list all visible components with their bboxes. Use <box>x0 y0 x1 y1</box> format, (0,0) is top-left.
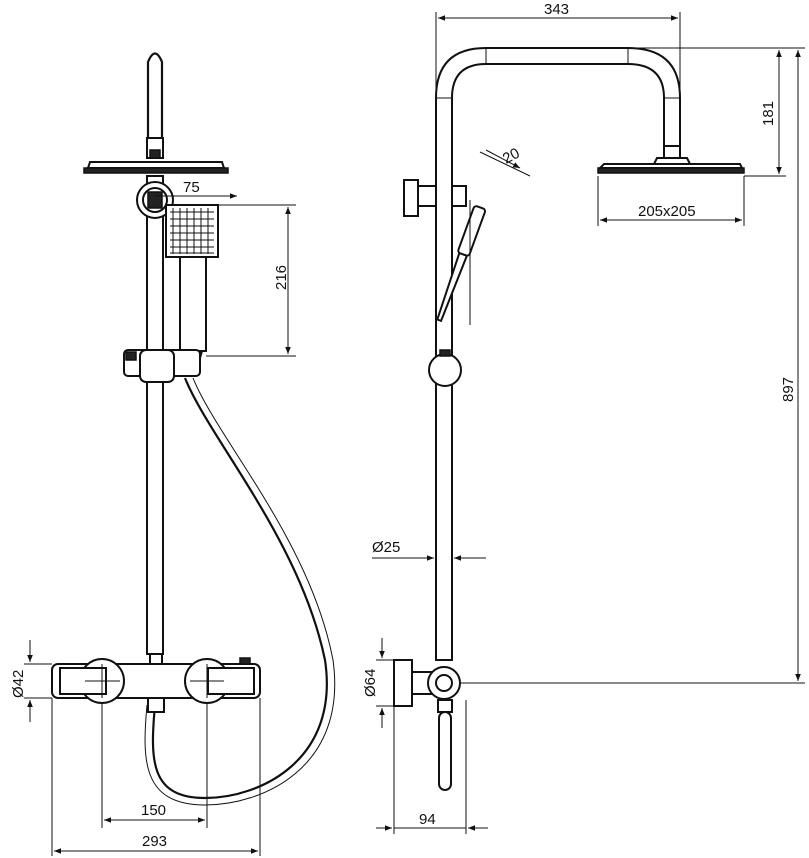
front-hose-outer <box>144 377 336 806</box>
side-view: 343 181 205x205 897 20 Ø25 Ø64 <box>362 1 805 834</box>
front-slider-bracket <box>123 349 201 383</box>
front-shower-head <box>83 161 229 174</box>
dim-handset-angle: 20 <box>500 145 523 168</box>
dim-handset-height: 216 <box>273 265 290 290</box>
dim-valve-diameter: Ø64 <box>362 669 379 697</box>
dim-pipe-diameter: Ø25 <box>372 539 400 556</box>
dim-mixer-width: 293 <box>142 833 167 850</box>
front-riser-pipe <box>146 175 164 655</box>
dim-wall-depth: 94 <box>419 811 436 828</box>
dim-height: 897 <box>780 377 797 402</box>
front-view: 75 216 Ø42 150 293 <box>10 52 336 856</box>
front-arm <box>146 52 164 148</box>
front-hand-shower <box>165 204 219 359</box>
front-arm-nut <box>149 149 161 159</box>
dim-inlet-spacing: 150 <box>141 802 166 819</box>
side-valve <box>393 659 461 791</box>
dim-head-size: 205x205 <box>638 203 696 220</box>
side-wall-bracket-upper <box>403 179 467 217</box>
dim-handset-offset: 75 <box>183 179 200 196</box>
side-slider <box>428 353 462 387</box>
dim-top-width: 343 <box>544 1 569 18</box>
front-hose <box>151 377 328 800</box>
side-riser-and-arm <box>435 47 681 661</box>
dim-arm-drop: 181 <box>760 101 777 126</box>
side-shower-head <box>597 145 745 174</box>
side-hand-shower <box>436 205 487 323</box>
front-thermostatic-mixer <box>51 653 261 713</box>
dim-mixer-diameter: Ø42 <box>10 670 27 698</box>
